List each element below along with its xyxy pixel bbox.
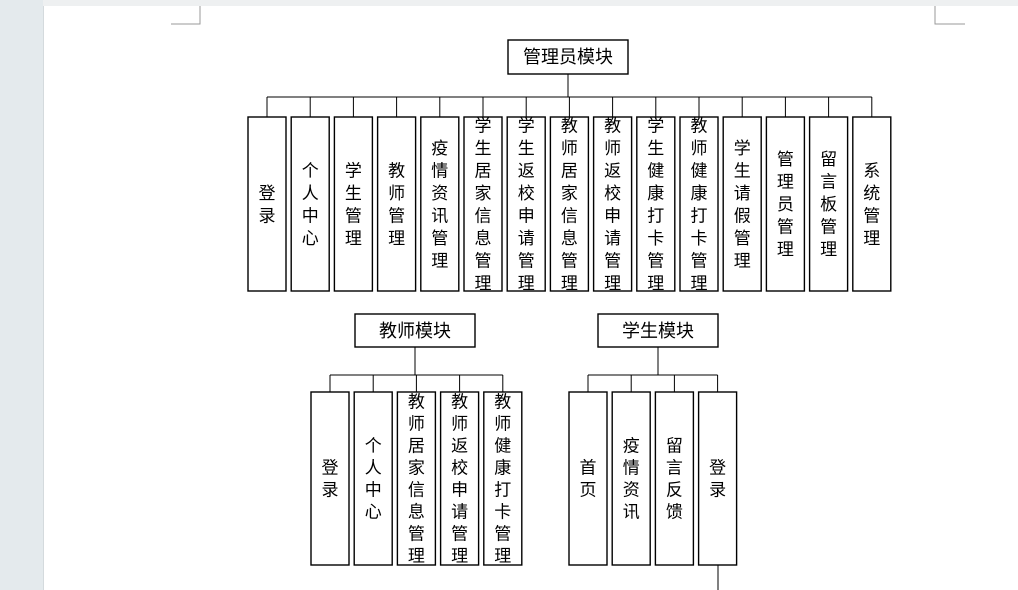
- admin-submodule-label: 教师居家信息管理: [561, 116, 578, 294]
- teacher-submodule-label: 教师健康打卡管理: [494, 393, 511, 567]
- admin-submodule-label: 教师返校申请管理: [604, 116, 621, 294]
- admin-submodule-box: [463, 116, 503, 292]
- student-submodules: 首页 疫情资讯 留言反馈 登录: [568, 391, 738, 566]
- student-submodule-2: 留言反馈: [654, 391, 695, 566]
- student-submodule-3: 登录: [697, 391, 738, 566]
- admin-submodule-label: 管理员管理: [777, 150, 794, 260]
- admin-submodule-6: 学生返校申请管理: [506, 116, 546, 294]
- admin-submodule-box: [376, 116, 417, 292]
- admin-submodule-label: 学生返校申请管理: [518, 116, 535, 294]
- teacher-submodule-label: 教师返校申请管理: [451, 393, 468, 567]
- admin-submodule-box: [420, 116, 460, 292]
- admin-submodule-label: 教师健康打卡管理: [691, 116, 708, 294]
- admin-submodule-5: 学生居家信息管理: [463, 116, 503, 294]
- admin-submodule-label: 个人中心: [302, 161, 319, 249]
- admin-submodule-box: [722, 116, 762, 292]
- document-left-gutter: [0, 0, 44, 590]
- admin-submodule-label: 学生请假管理: [734, 139, 751, 272]
- teacher-module-header: 教师模块: [354, 313, 476, 348]
- admin-submodule-11: 学生请假管理: [722, 116, 762, 292]
- teacher-module-title: 教师模块: [379, 321, 451, 342]
- student-connectors: [587, 347, 719, 392]
- admin-connectors: [266, 74, 873, 117]
- admin-submodule-box: [333, 116, 374, 292]
- student-submodule-box: [611, 391, 651, 566]
- student-submodule-1: 疫情资讯: [611, 391, 651, 566]
- admin-submodule-label: 疫情资讯管理: [431, 139, 448, 272]
- admin-submodule-12: 管理员管理: [765, 116, 806, 292]
- document-top-strip: [43, 0, 1018, 6]
- admin-submodule-box: [247, 116, 287, 292]
- teacher-submodule-box: [310, 391, 350, 566]
- teacher-connectors: [329, 347, 504, 392]
- teacher-submodule-box: [439, 391, 480, 566]
- admin-submodule-box: [852, 116, 892, 292]
- admin-submodule-9: 学生健康打卡管理: [636, 116, 676, 294]
- student-module-header: 学生模块: [597, 313, 719, 348]
- document-page: [44, 6, 1018, 590]
- teacher-submodule-box: [396, 391, 437, 566]
- admin-submodule-label: 登录: [259, 184, 276, 227]
- student-submodule-0: 首页: [568, 391, 608, 566]
- teacher-submodule-label: 登录: [322, 459, 339, 501]
- admin-submodule-13: 留言板管理: [808, 116, 849, 292]
- admin-submodule-3: 教师管理: [376, 116, 417, 292]
- teacher-submodule-3: 教师返校申请管理: [439, 391, 480, 567]
- teacher-submodule-label: 个人中心: [365, 437, 382, 523]
- teacher-submodule-2: 教师居家信息管理: [396, 391, 437, 567]
- crop-mark-top-right: [934, 6, 965, 25]
- student-submodule-box: [697, 391, 738, 566]
- student-submodule-box: [654, 391, 695, 566]
- teacher-submodules: 登录 个人中心 教师居家信息管理 教师返校申请管理 教师健康打卡管理: [310, 391, 523, 567]
- student-submodule-label: 疫情资讯: [623, 437, 640, 523]
- student-submodule-label: 登录: [709, 459, 726, 501]
- admin-submodule-1: 个人中心: [290, 116, 330, 292]
- admin-module-header: 管理员模块: [507, 39, 629, 75]
- admin-submodule-0: 登录: [247, 116, 287, 292]
- admin-submodule-box: [549, 116, 590, 292]
- teacher-submodule-0: 登录: [310, 391, 350, 566]
- admin-submodule-box: [636, 116, 676, 292]
- admin-submodule-box: [765, 116, 806, 292]
- admin-submodule-4: 疫情资讯管理: [420, 116, 460, 292]
- admin-submodule-label: 留言板管理: [820, 150, 837, 260]
- admin-submodule-8: 教师返校申请管理: [592, 116, 633, 294]
- admin-submodule-10: 教师健康打卡管理: [679, 116, 719, 294]
- teacher-submodule-1: 个人中心: [353, 391, 393, 566]
- teacher-submodule-box: [353, 391, 393, 566]
- admin-submodule-box: [506, 116, 546, 292]
- admin-submodule-label: 学生健康打卡管理: [647, 116, 664, 294]
- crop-mark-top-left: [171, 6, 201, 25]
- admin-submodule-14: 系统管理: [852, 116, 892, 292]
- teacher-submodule-4: 教师健康打卡管理: [483, 391, 523, 567]
- teacher-submodule-label: 教师居家信息管理: [408, 393, 425, 567]
- admin-submodule-label: 教师管理: [388, 161, 405, 249]
- student-module-title: 学生模块: [622, 321, 694, 342]
- admin-module-title: 管理员模块: [523, 47, 613, 68]
- student-submodule-label: 留言反馈: [666, 437, 683, 523]
- admin-submodules: 登录 个人中心 学生管理 教师管理 疫情资讯管理 学生居家信息管理 学生返校申请管理 教师居家…: [247, 116, 892, 294]
- admin-submodule-box: [290, 116, 330, 292]
- admin-submodule-box: [808, 116, 849, 292]
- teacher-submodule-box: [483, 391, 523, 566]
- admin-submodule-box: [592, 116, 633, 292]
- admin-submodule-2: 学生管理: [333, 116, 374, 292]
- admin-submodule-label: 学生居家信息管理: [475, 116, 492, 294]
- student-submodule-box: [568, 391, 608, 566]
- admin-submodule-label: 系统管理: [863, 161, 880, 249]
- admin-submodule-7: 教师居家信息管理: [549, 116, 590, 294]
- admin-submodule-label: 学生管理: [345, 161, 362, 249]
- student-submodule-label: 首页: [580, 459, 597, 501]
- admin-submodule-box: [679, 116, 719, 292]
